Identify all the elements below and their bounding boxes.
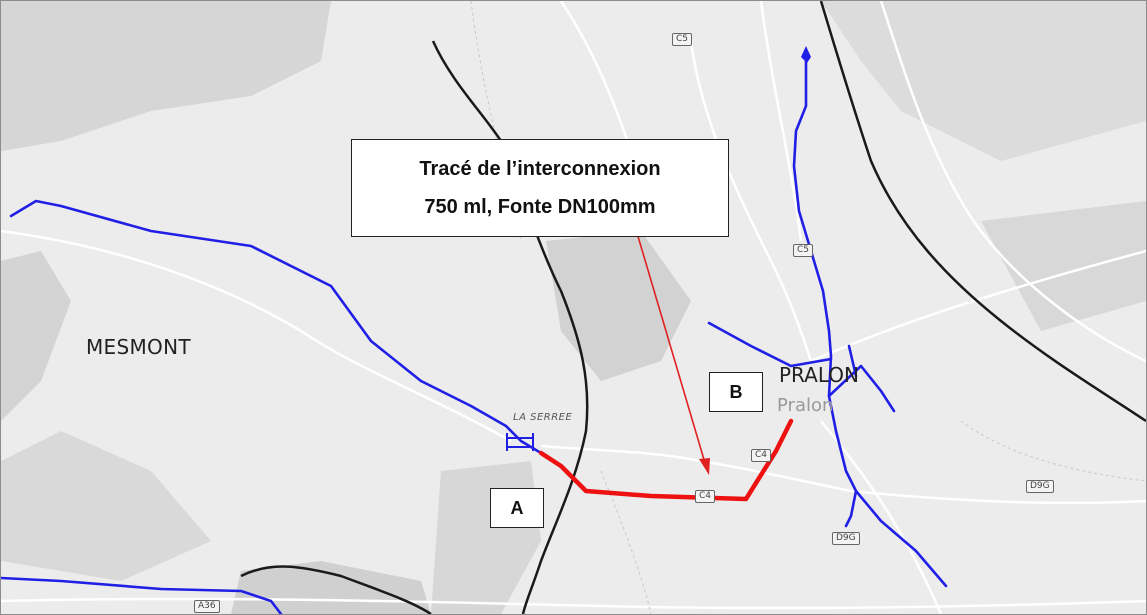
relief-area bbox=[1, 1, 331, 151]
road-badge-c5: C5 bbox=[672, 33, 693, 46]
interconnection-callout: Tracé de l’interconnexion 750 ml, Fonte … bbox=[351, 139, 729, 237]
callout-arrow-head bbox=[699, 458, 710, 475]
callout-arrow bbox=[636, 232, 706, 464]
interconnection-trace[interactable] bbox=[538, 418, 794, 502]
road-badge-a36: A36 bbox=[194, 600, 220, 613]
callout-line-1: Tracé de l’interconnexion bbox=[419, 158, 661, 180]
commune-boundary bbox=[240, 1, 1146, 614]
road-badge-c4: C4 bbox=[751, 449, 772, 462]
place-label-mesmont: MESMONT bbox=[86, 335, 191, 359]
callout-line-2: 750 ml, Fonte DN100mm bbox=[424, 196, 656, 218]
road-badge-d9g: D9G bbox=[832, 532, 860, 545]
relief-area bbox=[431, 461, 541, 614]
place-sublabel-pralon: Pralon bbox=[777, 395, 834, 416]
relief-area bbox=[546, 231, 691, 381]
place-label-la-serree: LA SERREE bbox=[513, 412, 573, 423]
relief-area bbox=[981, 201, 1146, 331]
valve-marker bbox=[506, 433, 534, 451]
water-network bbox=[1, 59, 948, 614]
place-label-pralon: PRALON bbox=[779, 363, 859, 387]
road-badge-d9g: D9G bbox=[1026, 480, 1054, 493]
paths bbox=[470, 1, 1146, 614]
water-source-marker bbox=[801, 46, 811, 63]
road-badge-c5: C5 bbox=[793, 244, 814, 257]
road-badge-c4: C4 bbox=[695, 490, 716, 503]
relief-area bbox=[1, 431, 211, 581]
point-label-b: B bbox=[709, 372, 763, 412]
point-label-a: A bbox=[490, 488, 544, 528]
relief-area bbox=[821, 1, 1146, 161]
relief-area bbox=[1, 251, 71, 421]
